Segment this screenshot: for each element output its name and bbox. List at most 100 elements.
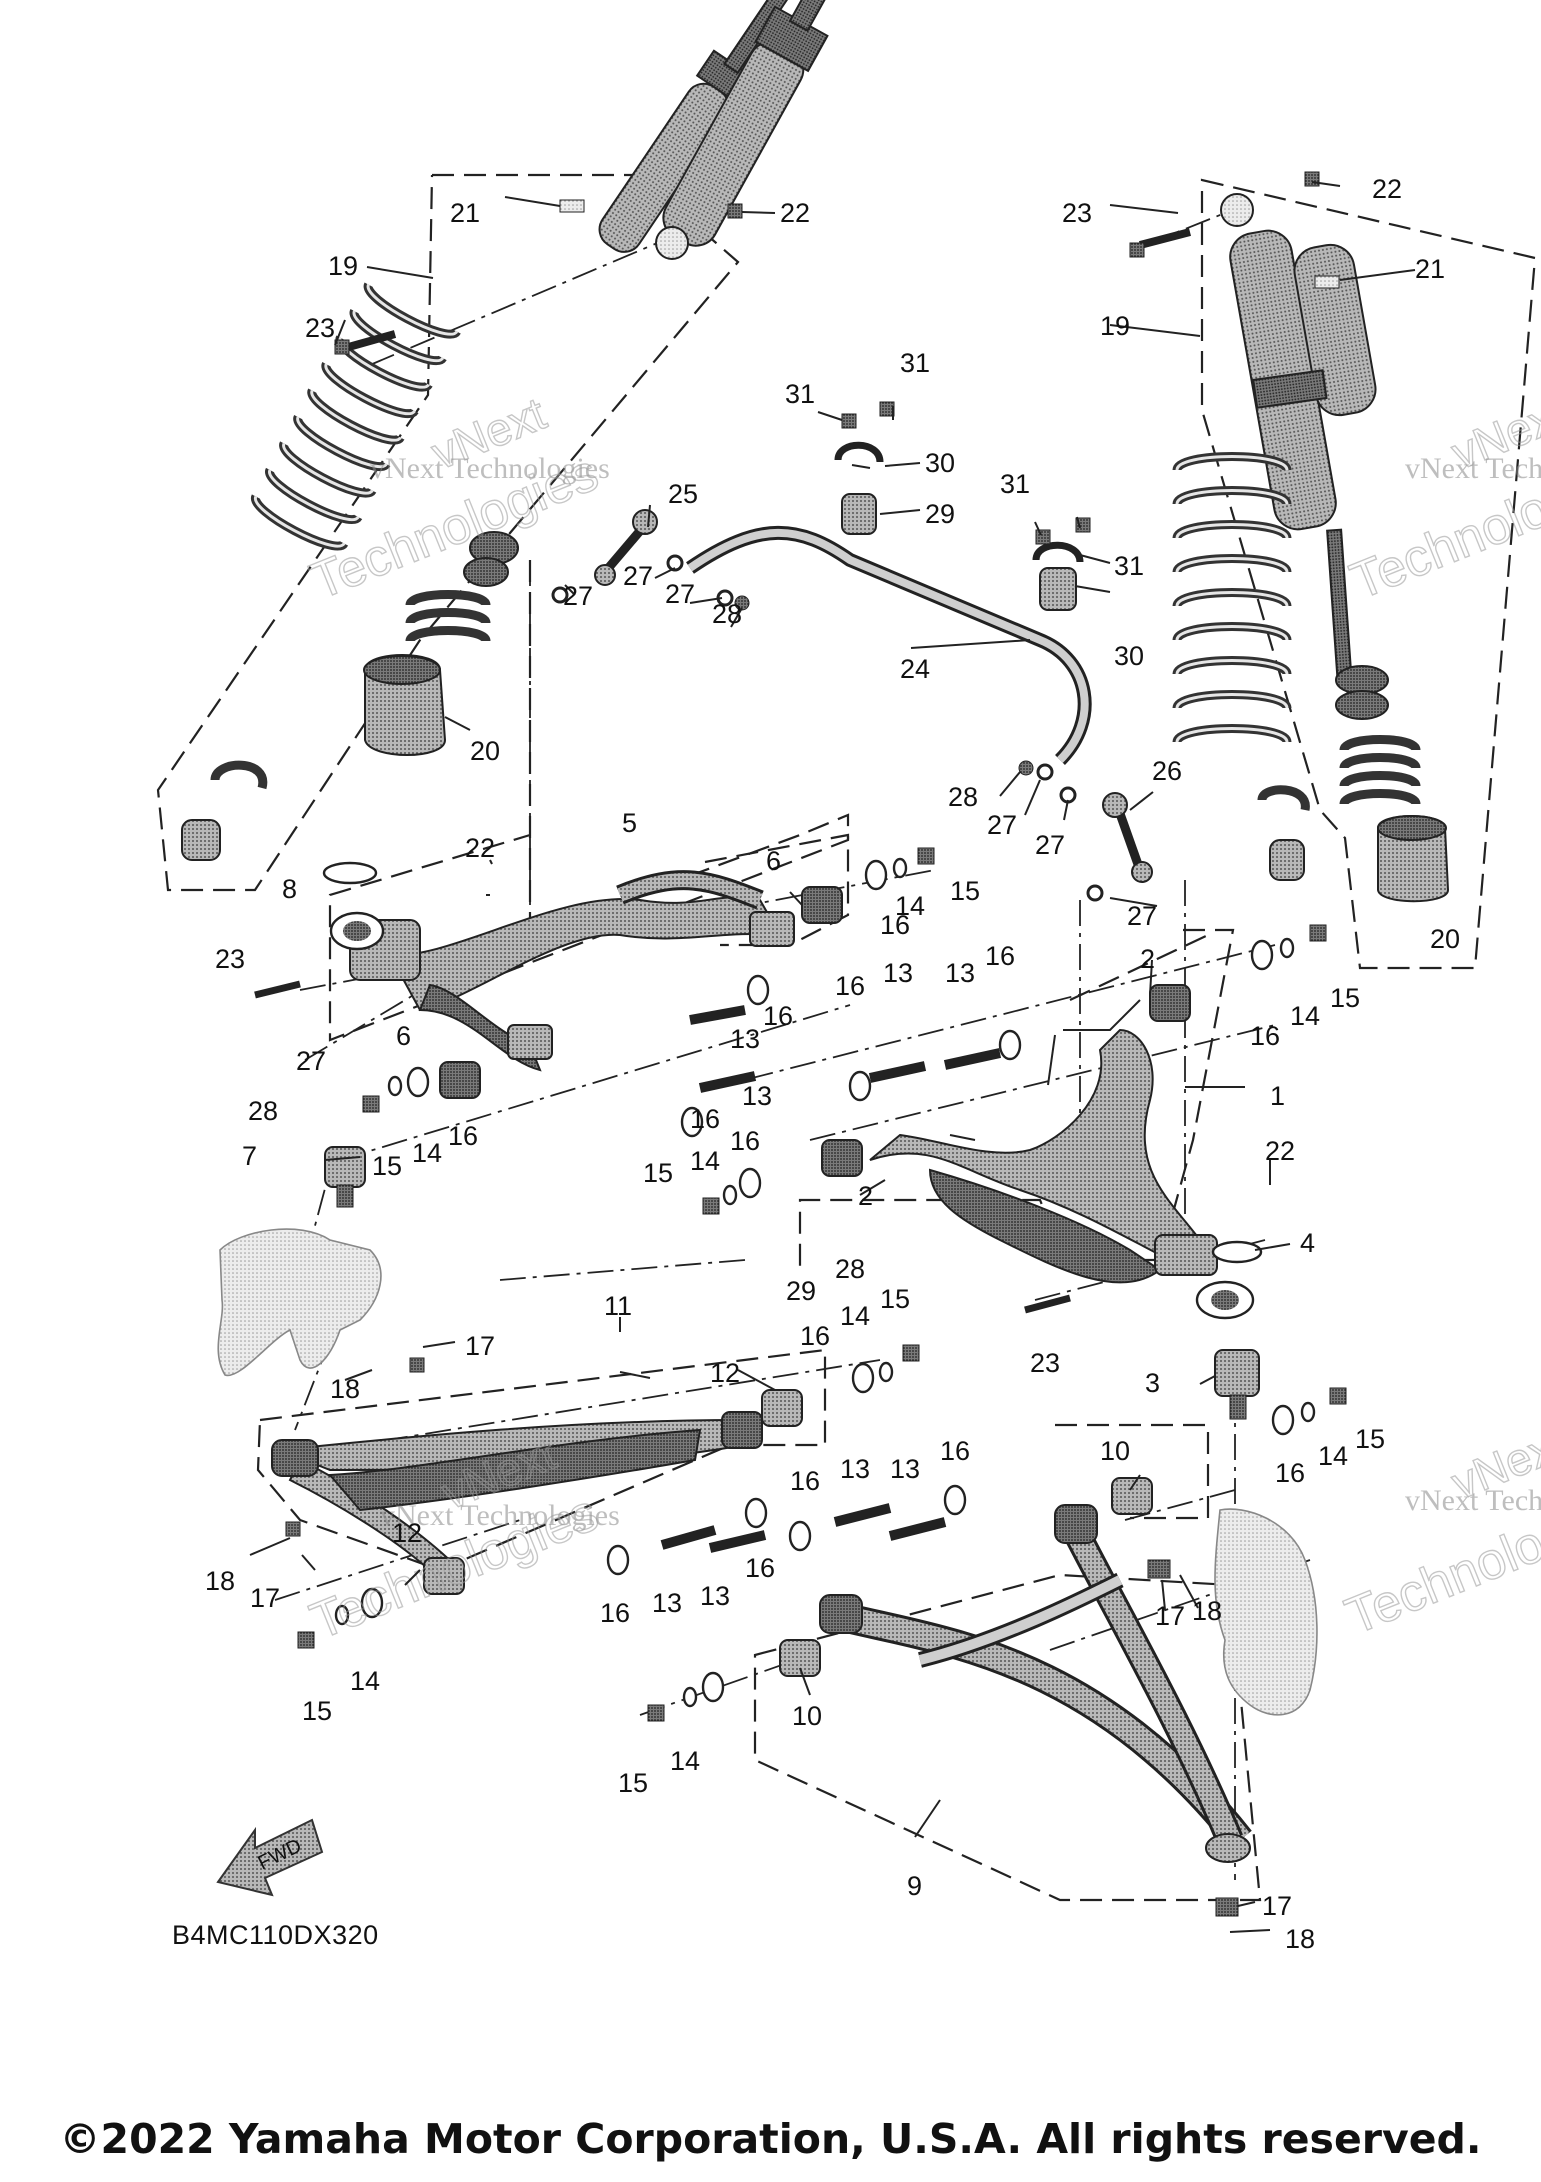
forward-arrow-icon: FWD — [216, 1818, 324, 1897]
callout-16: 16 — [690, 1104, 720, 1134]
callout-16: 16 — [763, 1001, 793, 1031]
callout-29: 30 — [1114, 641, 1144, 671]
callout-2: 2 — [1140, 944, 1155, 974]
callout-23: 23 — [215, 944, 245, 974]
callout-18: 18 — [1285, 1924, 1315, 1954]
callout-16: 16 — [745, 1553, 775, 1583]
callout-1: 1 — [1270, 1081, 1285, 1111]
callout-2: 2 — [858, 1181, 873, 1211]
pivot-bolts — [660, 1005, 1002, 1553]
callout-18: 18 — [330, 1374, 360, 1404]
callout-27: 28 — [835, 1254, 865, 1284]
callout-17: 17 — [465, 1331, 495, 1361]
callout-14: 14 — [1290, 1001, 1320, 1031]
callout-19: 19 — [1100, 311, 1130, 341]
svg-text:vNext Technologies: vNext Technologies — [380, 1499, 620, 1532]
callout-15: 15 — [880, 1284, 910, 1314]
leader-lines — [249, 181, 1416, 1933]
group-boundaries — [156, 173, 1537, 1902]
callout-14: 14 — [350, 1666, 380, 1696]
callout-16: 16 — [448, 1121, 478, 1151]
callout-27: 27 — [563, 581, 593, 611]
copyright-notice: ©2022 Yamaha Motor Corporation, U.S.A. A… — [59, 2115, 1482, 2163]
callout-13: 13 — [730, 1024, 760, 1054]
callout-18: 18 — [1192, 1596, 1222, 1626]
callout-30: 30 — [925, 448, 955, 478]
callout-16: 16 — [880, 910, 910, 940]
callout-14: 14 — [690, 1146, 720, 1176]
callout-16: 16 — [985, 941, 1015, 971]
callout-15: 15 — [302, 1696, 332, 1726]
callout-6: 6 — [396, 1021, 411, 1051]
callout-13: 13 — [840, 1454, 870, 1484]
callout-7: 7 — [242, 1141, 257, 1171]
callout-16: 16 — [600, 1598, 630, 1628]
left-lower-arm-assembly — [271, 1389, 803, 1595]
callout-16: 16 — [800, 1321, 830, 1351]
callout-16: 16 — [790, 1466, 820, 1496]
callout-13: 13 — [700, 1581, 730, 1611]
right-shock-absorber — [559, 171, 1450, 903]
left-shock-absorber — [181, 0, 863, 861]
callout-16: 16 — [835, 971, 865, 1001]
callout-26: 26 — [1152, 756, 1182, 786]
callout-5: 5 — [622, 808, 637, 838]
callout-14: 14 — [412, 1138, 442, 1168]
callout-27: 27 — [1127, 901, 1157, 931]
callout-3: 3 — [1145, 1368, 1160, 1398]
callout-14: 14 — [1318, 1441, 1348, 1471]
callout-30: 31 — [1114, 551, 1144, 581]
diagram-code: B4MC110DX320 — [172, 1920, 379, 1950]
callout-labels: 1 2 2 3 4 5 6 6 7 8 9 10 10 11 12 12 13 … — [205, 174, 1460, 1954]
callout-27: 27 — [1035, 830, 1065, 860]
callout-16: 16 — [730, 1126, 760, 1156]
svg-text:vNext Technologies: vNext Technologies — [370, 452, 610, 485]
callout-8: 8 — [282, 874, 297, 904]
callout-23: 23 — [305, 313, 335, 343]
callout-14: 14 — [840, 1301, 870, 1331]
callout-28: 29 — [786, 1276, 816, 1306]
callout-28: 28 — [712, 599, 742, 629]
callout-13: 13 — [890, 1454, 920, 1484]
callout-15: 15 — [372, 1151, 402, 1181]
callout-21: 21 — [450, 198, 480, 228]
callout-16: 16 — [1275, 1458, 1305, 1488]
callout-27: 27 — [665, 579, 695, 609]
callout-19: 19 — [328, 251, 358, 281]
callout-13: 13 — [945, 958, 975, 988]
callout-11: 11 — [604, 1291, 632, 1321]
right-a-arm — [779, 1477, 1252, 1917]
callout-21: 21 — [1415, 254, 1445, 284]
callout-12: 12 — [392, 1518, 422, 1548]
callout-27: 27 — [623, 561, 653, 591]
callout-22: 22 — [1372, 174, 1402, 204]
callout-20: 20 — [470, 736, 500, 766]
callout-17: 17 — [1262, 1891, 1292, 1921]
svg-text:vNext Technologies: vNext Technologies — [1405, 452, 1541, 485]
callout-22: 22 — [780, 198, 810, 228]
callout-10: 10 — [792, 1701, 822, 1731]
callout-20: 20 — [1430, 924, 1460, 954]
callout-28: 28 — [948, 782, 978, 812]
left-knuckle — [217, 1228, 425, 1377]
callout-15: 15 — [618, 1768, 648, 1798]
callout-25: 25 — [668, 479, 698, 509]
washers-and-nuts — [297, 847, 1347, 1722]
callout-14: 14 — [895, 891, 925, 921]
stabilizer-bar — [551, 401, 1153, 902]
callout-23: 23 — [1062, 198, 1092, 228]
callout-12: 12 — [710, 1358, 740, 1388]
svg-text:vNext Technologies: vNext Technologies — [1405, 1484, 1541, 1517]
callout-15: 15 — [1355, 1424, 1385, 1454]
callout-15: 15 — [950, 876, 980, 906]
callout-15: 15 — [643, 1158, 673, 1188]
callout-22: 22 — [1265, 1136, 1295, 1166]
callout-15: 15 — [1330, 983, 1360, 1013]
callout-4: 4 — [1300, 1228, 1315, 1258]
right-knuckle — [1214, 1508, 1318, 1716]
callout-14: 14 — [670, 1746, 700, 1776]
callout-6: 6 — [766, 846, 781, 876]
callout-17: 17 — [1155, 1601, 1185, 1631]
left-upper-arm — [254, 861, 843, 1208]
